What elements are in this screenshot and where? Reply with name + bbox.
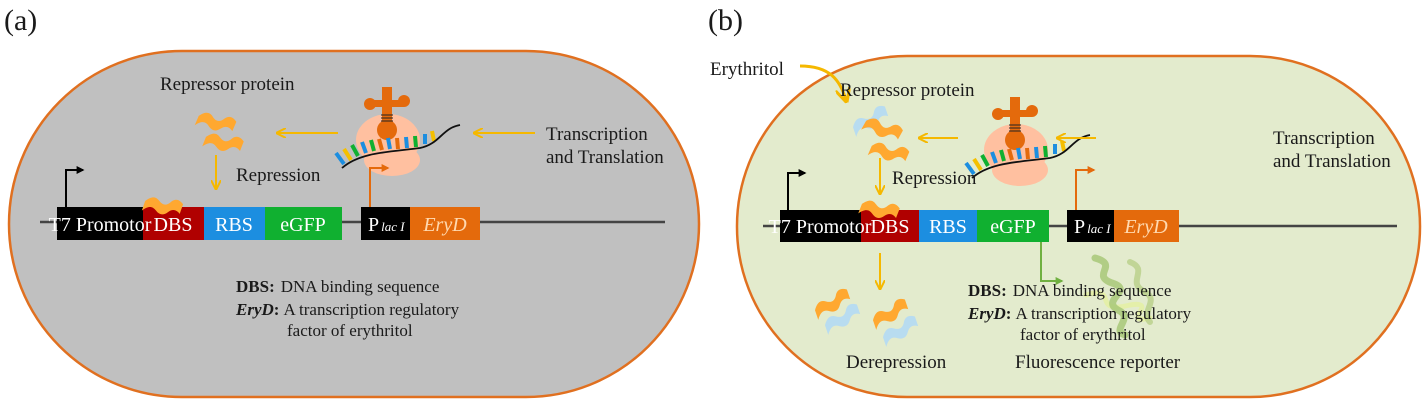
erythritol-label: Erythritol [710,59,784,80]
ribosome-icon [334,87,461,176]
svg-text:EryD:A transcription regulator: EryD:A transcription regulatory [235,300,460,319]
transcription-label-line2: and Translation [546,147,664,168]
svg-text:EryD:A transcription regulator: EryD:A transcription regulatory [967,304,1192,323]
dbs-label: DBS [154,214,193,236]
t7-promoter-arrow-icon [65,166,85,207]
repressor-protein-label: Repressor protein [160,74,295,95]
legend-b: DBS:DNA binding sequence EryD:A transcri… [967,281,1192,344]
transcription-label-line1-b: Transcription [1273,128,1375,149]
panel-a: (a) Repressor protein [4,4,701,399]
t7-promoter-arrow-icon-b [787,169,807,210]
t7-promoter-label-b: T7 Promotor [769,216,872,238]
rbs-label: RBS [215,214,253,236]
erythritol-arrow [799,64,846,100]
rbs-label-b: RBS [929,216,967,238]
ribosome-icon-b [964,97,1091,186]
svg-text:DBS:DNA binding sequence: DBS:DNA binding sequence [236,277,439,296]
transcription-label-line2-b: and Translation [1273,151,1391,172]
derepression-label: Derepression [846,352,947,373]
t7-promoter-label: T7 Promotor [49,214,152,236]
panel-label-b: (b) [708,4,743,37]
plac-promoter-arrow-icon-b [1075,166,1096,210]
panel-b: (b) Erythritol Repressor protein [708,4,1422,399]
eryd-label: EryD [422,214,467,236]
eryd-label-b: EryD [1123,216,1168,238]
transcription-label-line1: Transcription [546,124,648,145]
egfp-label: eGFP [280,214,326,236]
fluorescent-protein-icon [1083,254,1154,339]
legend-a: DBS:DNA binding sequence EryD:A transcri… [235,277,460,340]
panel-label-a: (a) [4,4,37,37]
egfp-label-b: eGFP [990,216,1036,238]
gfp-expression-arrow [1040,242,1064,285]
cell-a [7,49,701,399]
fluorescence-reporter-label: Fluorescence reporter [1015,352,1181,373]
plac-promoter-arrow-icon [369,164,390,207]
repressor-protein-label-b: Repressor protein [840,80,975,101]
svg-text:factor of erythritol: factor of erythritol [287,321,413,340]
dbs-label-b: DBS [871,216,910,238]
repression-label: Repression [236,165,321,186]
repression-label-b: Repression [892,168,977,189]
svg-text:DBS:DNA binding sequence: DBS:DNA binding sequence [968,281,1171,300]
svg-text:factor of erythritol: factor of erythritol [1020,325,1146,344]
